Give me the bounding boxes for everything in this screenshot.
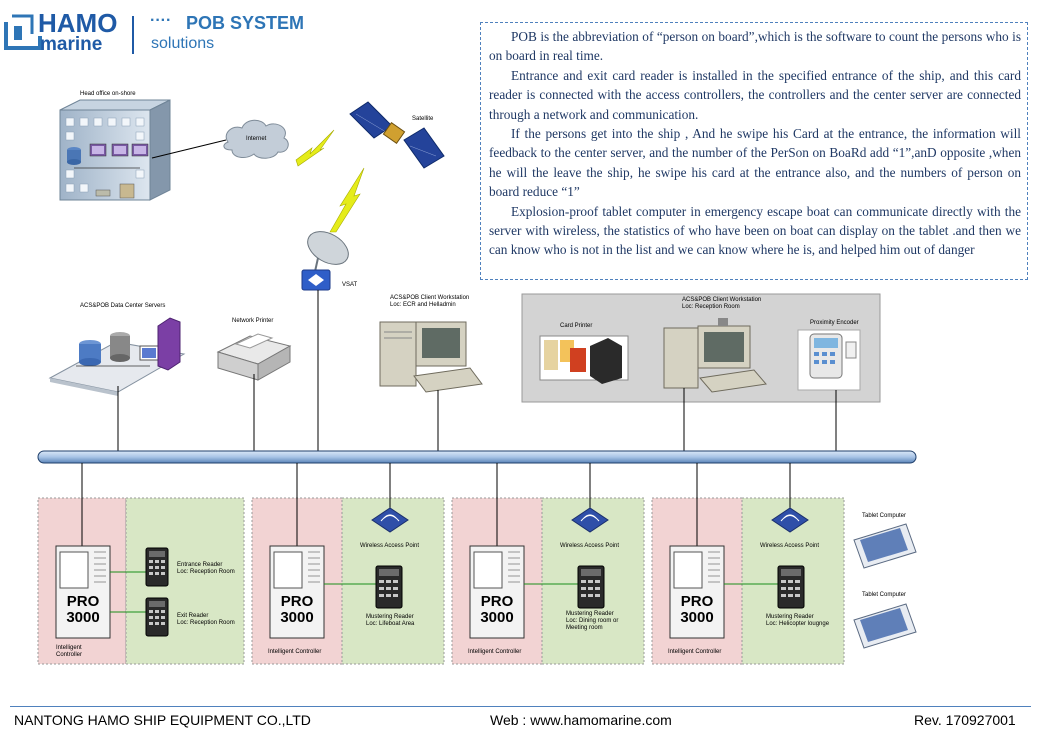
reader-label-line1: Mustering Reader [766,614,814,620]
logo: HAMO marine [2,8,122,58]
reader-label-line1: Exit Reader [177,613,209,619]
controller-brand-bottom: 3000 [480,609,514,626]
card-printer-label: Card Printer [560,323,593,329]
footer-company: NANTONG HAMO SHIP EQUIPMENT CO.,LTD [14,712,311,728]
controller-brand-bottom: 3000 [66,609,100,626]
tablet-computer-icon [853,603,917,649]
wireless-access-point-icon [771,507,809,533]
controller-brand: PRO 3000 [271,594,323,626]
reader-label-line2: Loc: Dining room or [566,618,619,624]
client-ws-1-label-line2: Loc: ECR and Helladmin [390,302,456,308]
servers-label: ACS&POB Data Center Servers [80,303,166,309]
client-ws-2-label: ACS&POB Client Workstation Loc: Receptio… [682,297,761,311]
footer-revision: Rev. 170927001 [914,712,1016,728]
reader-label: Mustering Reader Loc: Lifeboat Area [366,614,414,628]
satellite-label: Satellite [412,116,434,122]
card-reader-icon [375,565,403,609]
footer-web-link[interactable]: Web : www.hamomarine.com [490,712,672,728]
card-reader-icon [145,597,169,637]
wireless-access-point-icon [571,507,609,533]
reader-label: Exit Reader Loc: Reception Room [177,613,235,627]
description-paragraph: Entrance and exit card reader is install… [489,67,1021,122]
header-divider [132,16,134,54]
reader-label-line1: Mustering Reader [566,611,614,617]
access-point-label: Wireless Access Point [760,543,820,549]
reader-label: Mustering Reader Loc: Helicopter lougnge [766,614,829,628]
controller-brand: PRO 3000 [671,594,723,626]
reader-label-line2: Loc: Reception Room [177,569,235,575]
header-dots: ···· [150,12,172,29]
wireless-link-icon [295,129,335,167]
controller-brand-top: PRO [480,593,514,610]
client-ws-1-label: ACS&POB Client Workstation Loc: ECR and … [390,295,469,309]
reader-label: Entrance Reader Loc: Reception Room [177,562,235,576]
logo-mark-icon [4,14,42,50]
head-office-building-icon [59,99,171,201]
reader-label-line1: Mustering Reader [366,614,414,620]
wireless-access-point-icon [371,507,409,533]
access-point-label: Wireless Access Point [360,543,420,549]
logo-bottom-text: marine [40,34,103,55]
controller-brand-top: PRO [280,593,314,610]
tablet-computer-icon [853,523,917,569]
card-printer-icon [539,335,629,384]
controller-label: Intelligent Controller [468,649,522,655]
reader-label-line1: Entrance Reader [177,562,223,568]
controller-brand-bottom: 3000 [680,609,714,626]
network-bus [37,450,917,464]
network-printer-label: Network Printer [232,318,274,324]
controller-brand-top: PRO [680,593,714,610]
client-ws-2-label-line2: Loc: Reception Room [682,304,740,310]
internet-label: Internet [246,136,267,142]
controller-label-line1: Intelligent [56,645,82,651]
logo-top-text: HAMO [38,8,118,38]
proximity-encoder-icon [797,329,861,391]
description-paragraph: Explosion-proof tablet computer in emerg… [489,203,1021,258]
description-paragraph: If the persons get into the ship , And h… [489,126,1021,200]
intelligent-controller-icon [55,545,111,639]
reader-label-line2: Loc: Reception Room [177,620,235,626]
footer-divider [10,706,1031,707]
page-subtitle: solutions [151,35,215,52]
card-reader-icon [777,565,805,609]
network-diagram [37,99,917,665]
card-reader-icon [145,547,169,587]
client-ws-1-label-line1: ACS&POB Client Workstation [390,295,470,301]
reader-label-line3: Meeting room [566,625,603,631]
vsat-dish-icon [301,231,349,291]
controller-label: Intelligent Controller [268,649,322,655]
network-printer-icon [216,333,292,381]
satellite-icon [349,101,445,169]
client-ws-2-label-line1: ACS&POB Client Workstation [682,297,762,303]
intelligent-controller-icon [669,545,725,639]
tablet-label: Tablet Computer [862,592,907,598]
wireless-link-icon [329,167,365,233]
controller-brand-bottom: 3000 [280,609,314,626]
controller-brand-top: PRO [66,593,100,610]
page-title: POB SYSTEM [186,13,305,33]
controller-brand: PRO 3000 [57,594,109,626]
proximity-encoder-label: Proximity Encoder [810,320,859,326]
description-paragraph: POB is the abbreviation of “person on bo… [489,29,1021,64]
controller-label-line2: Controller [56,652,83,658]
tablet-label: Tablet Computer [862,513,907,519]
controller-label: Intelligent Controller [668,649,722,655]
client-workstation-icon [379,321,483,393]
internet-cloud-icon [223,119,289,159]
intelligent-controller-icon [269,545,325,639]
controller-brand: PRO 3000 [471,594,523,626]
reader-label: Mustering Reader Loc: Dining room or Mee… [566,611,618,632]
card-reader-icon [577,565,605,609]
head-office-label: Head office on-shore [80,91,136,97]
controller-label: Intelligent Controller [56,645,82,659]
reader-label-line2: Loc: Helicopter lougnge [766,621,830,627]
intelligent-controller-icon [469,545,525,639]
access-point-label: Wireless Access Point [560,543,620,549]
data-center-servers-icon [48,317,186,396]
reader-label-line2: Loc: Lifeboat Area [366,621,415,627]
description-box: POB is the abbreviation of “person on bo… [480,22,1028,280]
vsat-label: VSAT [342,282,358,288]
client-workstation-icon [663,318,767,393]
